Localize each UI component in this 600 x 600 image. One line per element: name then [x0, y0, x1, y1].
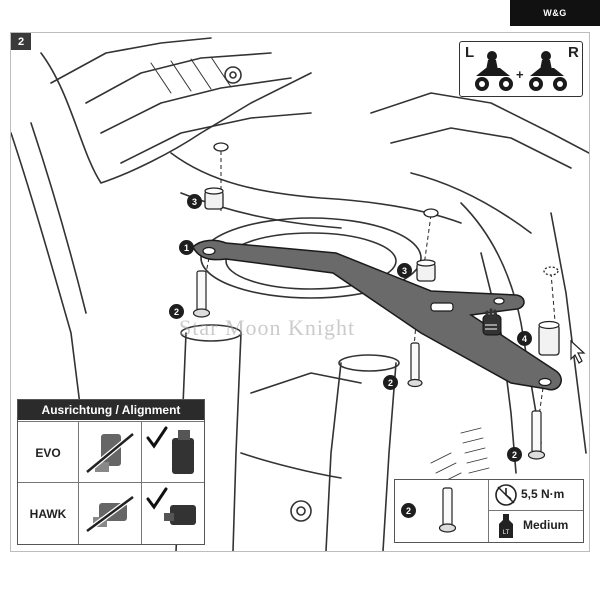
instruction-frame: 2 — [10, 32, 590, 552]
fairing-outline — [40, 52, 312, 184]
mounting-bracket — [192, 239, 562, 391]
hand-icon — [482, 308, 502, 336]
torque-value-cell: 5,5 N·m — [489, 480, 583, 511]
torque-wrench-icon — [495, 484, 517, 506]
threadlocker-strength: Medium — [523, 518, 569, 532]
cross-out-icon — [85, 432, 135, 474]
alignment-title: Ausrichtung / Alignment — [18, 400, 204, 420]
mount-point-front — [213, 142, 229, 152]
threadlocker-icon-label: LT — [503, 530, 510, 536]
threadlocker-bottle-icon: LT — [499, 514, 513, 538]
spacer-front — [204, 187, 224, 210]
bolt-front — [192, 270, 211, 318]
alignment-table: Ausrichtung / Alignment EVO H — [17, 399, 205, 545]
cross-out-icon — [85, 494, 135, 534]
callout-3-spacer-front: 3 — [187, 194, 202, 209]
brand-logo-text: W&G — [543, 8, 567, 18]
motorcycle-rider-icon — [475, 51, 567, 91]
callout-2-bolt-mid: 2 — [383, 375, 398, 390]
callout-2-torque: 2 — [401, 503, 416, 518]
cursor-icon — [570, 339, 586, 364]
side-right-label: R — [568, 44, 579, 61]
mount-point-mid — [423, 208, 439, 218]
spacer-group — [204, 187, 560, 356]
alignment-hawk-wrong — [79, 483, 142, 544]
bolt-rear — [527, 410, 546, 460]
callout-4-spacer-rear: 4 — [517, 331, 532, 346]
alignment-label-hawk: HAWK — [18, 483, 79, 544]
mounting-illustration — [11, 37, 589, 551]
torque-value: 5,5 N·m — [521, 487, 565, 501]
side-left-label: L — [465, 44, 475, 61]
spacer-rear-long — [538, 320, 560, 356]
checkmark-icon — [146, 426, 194, 474]
alignment-label-evo: EVO — [18, 422, 79, 483]
alignment-hawk-correct — [142, 483, 204, 544]
bolt-icon — [438, 487, 457, 533]
callout-2-bolt-front: 2 — [169, 304, 184, 319]
callout-1-bracket: 1 — [179, 240, 194, 255]
mount-point-rear — [543, 266, 559, 276]
step-number: 2 — [11, 33, 31, 50]
callout-2-bolt-rear: 2 — [507, 447, 522, 462]
alignment-evo-wrong — [79, 422, 142, 483]
bolt-mid — [407, 342, 423, 388]
bolt-group — [192, 270, 546, 460]
alignment-row-evo: EVO — [18, 421, 204, 483]
alignment-evo-correct — [142, 422, 204, 483]
brand-logo: W&G — [510, 0, 600, 26]
torque-spec-box: 2 5,5 N·m LT Medium — [394, 479, 584, 543]
side-indicator-box: L R + — [459, 41, 583, 97]
threadlocker-cell: LT Medium — [489, 511, 583, 542]
torque-bolt-cell: 2 — [395, 480, 489, 542]
checkmark-icon — [146, 487, 196, 525]
callout-3-spacer-mid: 3 — [397, 263, 412, 278]
side-plus-sign: + — [516, 67, 524, 82]
watermark-text: Star Moon Knight — [179, 315, 356, 340]
alignment-row-hawk: HAWK — [18, 482, 204, 544]
spacer-mid — [416, 259, 436, 282]
